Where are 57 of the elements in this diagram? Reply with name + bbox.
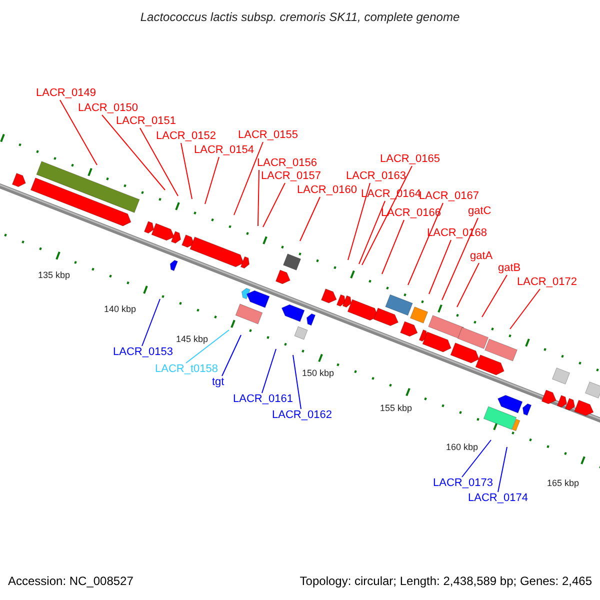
gene-label: LACR_0167 xyxy=(419,190,479,203)
leader-line xyxy=(362,166,412,266)
gene-label: LACR_0173 xyxy=(433,477,493,490)
gene-label: LACR_0161 xyxy=(233,393,293,406)
leader-line xyxy=(498,446,508,492)
leader-line xyxy=(300,196,320,242)
leader-line xyxy=(348,182,370,260)
leader-line xyxy=(204,156,220,204)
gene-label: LACR_0152 xyxy=(156,130,216,143)
leader-line xyxy=(428,240,452,294)
leader-line xyxy=(510,288,540,330)
gene-label: LACR_0174 xyxy=(468,492,528,505)
gene-label: LACR_0153 xyxy=(113,346,173,359)
genome-info-text: Topology: circular; Length: 2,438,589 bp; Genes: 2,465 xyxy=(300,575,592,588)
gene-label: LACR_0172 xyxy=(517,276,577,289)
gene-label: LACR_0154 xyxy=(194,144,254,157)
gene-label: LACR_0163 xyxy=(346,170,406,183)
leader-line xyxy=(180,142,192,200)
gene-label: LACR_0156 xyxy=(257,157,317,170)
leader-line xyxy=(358,200,386,264)
leader-line xyxy=(186,330,230,364)
accession-text: Accession: NC_008527 xyxy=(8,575,134,588)
gene-label: LACR_0155 xyxy=(238,129,298,142)
gene-label: LACR_0149 xyxy=(36,87,96,100)
gene-label: LACR_0150 xyxy=(78,102,138,115)
gene-label: gatB xyxy=(498,262,521,275)
leader-line xyxy=(140,128,178,196)
leader-line xyxy=(142,298,160,346)
gene-label: gatA xyxy=(470,250,493,263)
leader-line xyxy=(222,334,242,376)
gene-label: LACR_0157 xyxy=(261,170,321,183)
leader-line xyxy=(234,142,264,216)
gene-label: LACR_0160 xyxy=(297,184,357,197)
leader-line xyxy=(292,354,302,410)
scale-label: 135 kbp xyxy=(38,269,70,282)
gene-label: LACR_t0158 xyxy=(155,363,218,376)
leader-line xyxy=(262,348,276,394)
leader-line xyxy=(456,262,480,308)
scale-label: 160 kbp xyxy=(446,441,478,454)
scale-label: 165 kbp xyxy=(547,477,580,490)
leader-line xyxy=(262,182,286,228)
leader-line xyxy=(102,114,166,190)
gene-label: gatC xyxy=(468,205,492,218)
title: Lactococcus lactis subsp. cremoris SK11, complete genome xyxy=(139,11,461,24)
gene-label: LACR_0151 xyxy=(116,115,176,128)
leader-line xyxy=(462,440,492,478)
leader-line xyxy=(60,100,98,166)
gene-label: LACR_0162 xyxy=(272,409,332,422)
leader-line xyxy=(258,170,260,226)
leader-line xyxy=(382,220,404,274)
scale-label: 155 kbp xyxy=(380,402,412,415)
leader-line xyxy=(482,274,508,318)
scale-label: 140 kbp xyxy=(104,303,136,316)
scale-label: 145 kbp xyxy=(176,333,208,346)
gene-label: LACR_0165 xyxy=(380,153,440,166)
scale-label: 150 kbp xyxy=(302,367,334,380)
gene-label: tgt xyxy=(212,376,224,389)
